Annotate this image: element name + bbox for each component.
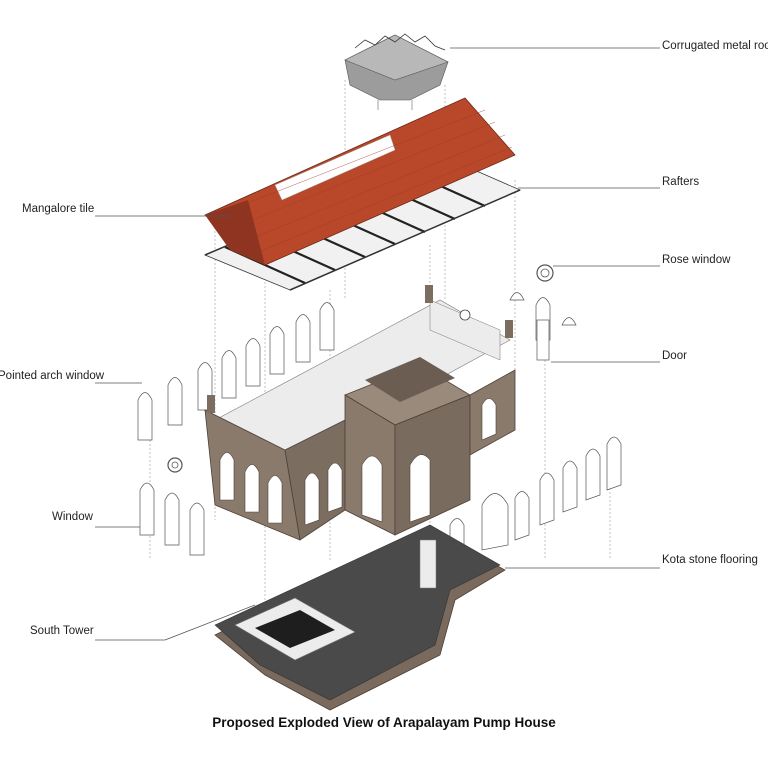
label-mangalore-tile: Mangalore tile bbox=[22, 203, 94, 215]
corrugated-roof-illustration bbox=[344, 33, 449, 110]
lower-left-windows-row bbox=[139, 482, 205, 556]
label-south-tower: South Tower bbox=[30, 625, 94, 637]
label-pointed-arch-window: Pointed arch window bbox=[0, 370, 105, 382]
labels: Corrugated metal roof Rafters Rose windo… bbox=[0, 40, 768, 637]
label-rafters: Rafters bbox=[662, 176, 699, 188]
label-window: Window bbox=[52, 511, 94, 523]
main-building-illustration bbox=[204, 285, 516, 541]
rose-window-illustration bbox=[167, 264, 554, 473]
diagram-title: Proposed Exploded View of Arapalayam Pum… bbox=[212, 715, 556, 730]
label-door: Door bbox=[662, 350, 687, 362]
pointed-arch-windows-row bbox=[137, 302, 335, 441]
label-rose-window: Rose window bbox=[662, 254, 731, 266]
label-corrugated-metal-roof: Corrugated metal roof bbox=[662, 40, 768, 52]
lower-right-windows-row bbox=[449, 436, 622, 561]
door-illustration bbox=[509, 292, 577, 361]
kota-stone-flooring-illustration bbox=[214, 524, 506, 711]
label-kota-stone-flooring: Kota stone flooring bbox=[662, 554, 758, 566]
leader-lines bbox=[95, 47, 660, 641]
